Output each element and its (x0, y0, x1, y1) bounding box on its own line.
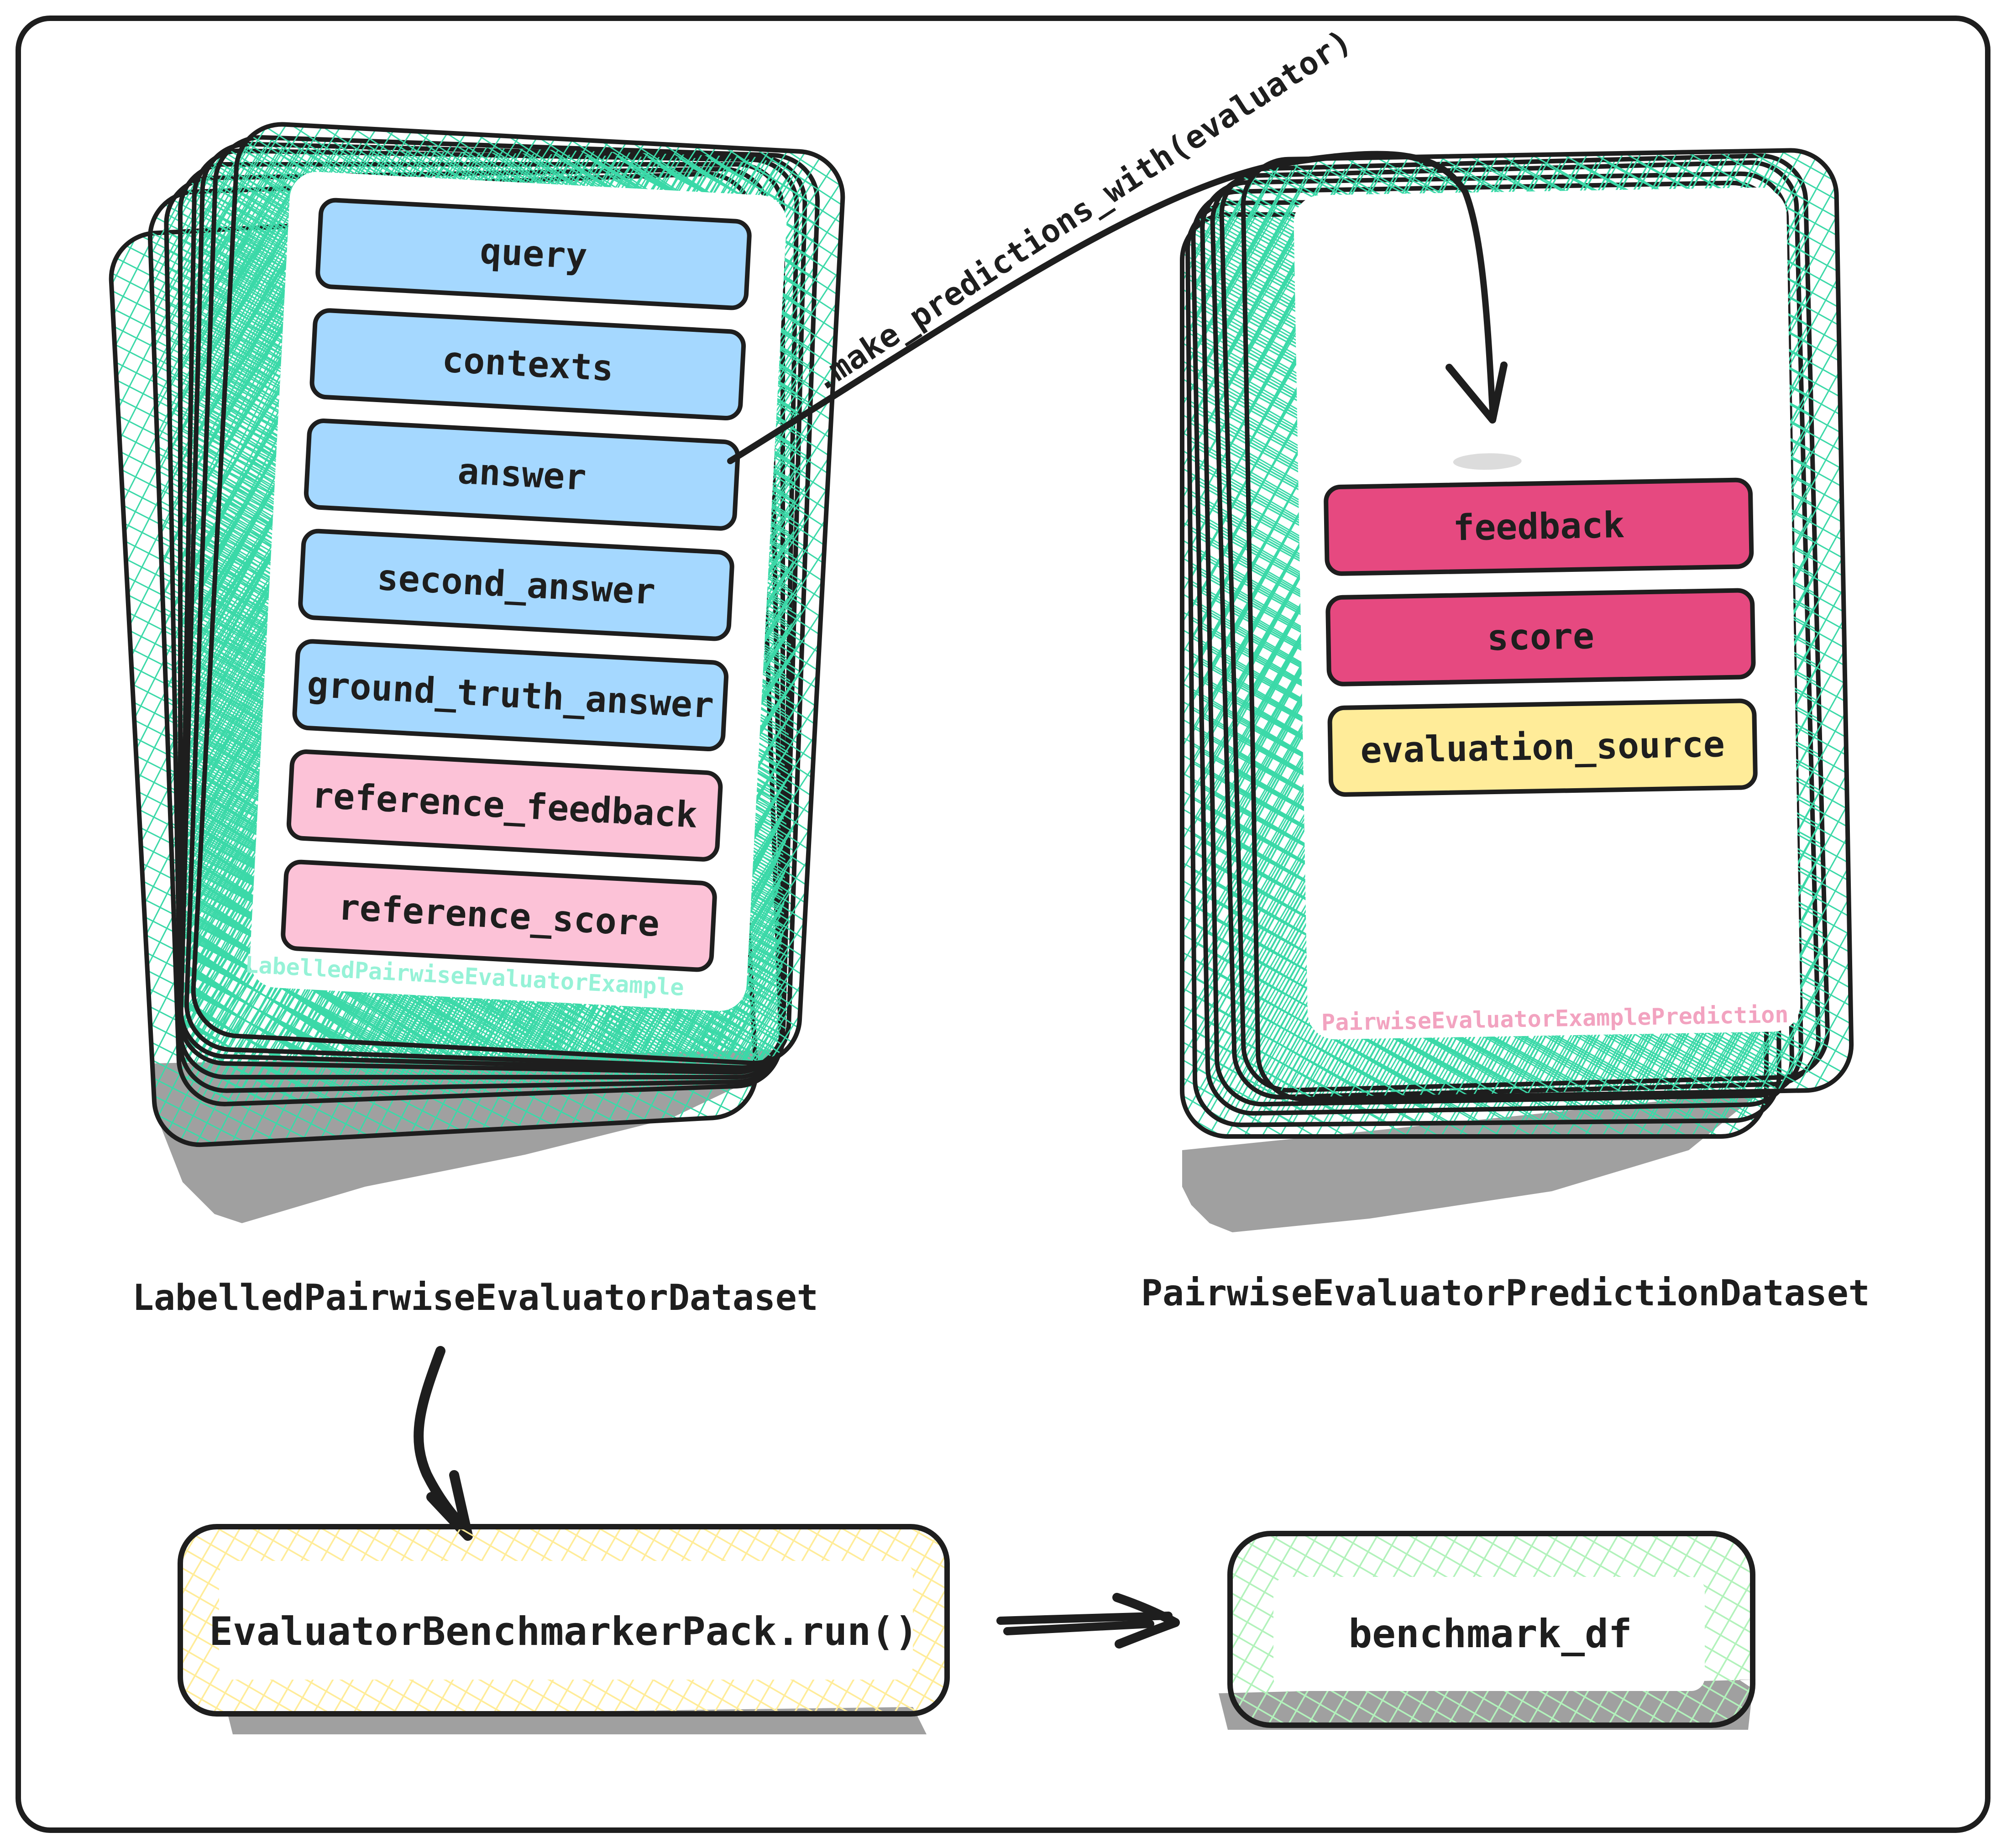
left-front-card: query contexts answer second_answerground_t… (191, 122, 845, 1066)
field-label: contexts (441, 339, 614, 389)
right-dataset-label: PairwiseEvaluatorPredictionDataset (1141, 1273, 1870, 1314)
left-card-stack: query contexts answer second_answerground_t… (109, 122, 845, 1223)
field-label: answer (457, 451, 587, 499)
left-field-answer[interactable]: answer (304, 419, 740, 531)
left-dataset-label: LabelledPairwiseEvaluatorDataset (132, 1277, 818, 1319)
arrow-drop-shadow (1453, 453, 1522, 470)
dataset-to-pack-arrow (414, 1346, 473, 1541)
field-label: query (479, 230, 588, 277)
left-field-reference-feedback[interactable]: reference_feedback (286, 749, 723, 862)
output-label: benchmark_df (1348, 1611, 1632, 1657)
pack-label: EvaluatorBenchmarkerPack.run() (209, 1609, 918, 1654)
benchmark-df-node[interactable]: benchmark_df (1219, 1531, 1757, 1730)
field-label: feedback (1453, 505, 1625, 549)
right-field-evaluation-source[interactable]: evaluation_source (1327, 698, 1758, 797)
right-field-score[interactable]: score (1325, 588, 1756, 686)
pack-to-output-arrow (996, 1593, 1180, 1649)
left-field-second-answer[interactable]: second_answer (298, 529, 734, 641)
left-field-contexts[interactable]: contexts (309, 308, 746, 421)
outer-frame (16, 16, 1990, 1833)
left-field-query[interactable]: query (315, 198, 752, 310)
field-label: score (1487, 616, 1594, 659)
field-label: evaluation_source (1360, 724, 1725, 771)
left-field-reference-score[interactable]: reference_score (281, 859, 717, 972)
right-field-feedback[interactable]: feedback (1324, 477, 1754, 576)
benchmarker-pack-node[interactable]: EvaluatorBenchmarkerPack.run() (178, 1524, 950, 1734)
left-field-ground-truth-answer[interactable]: ground_truth_answer (292, 639, 729, 752)
